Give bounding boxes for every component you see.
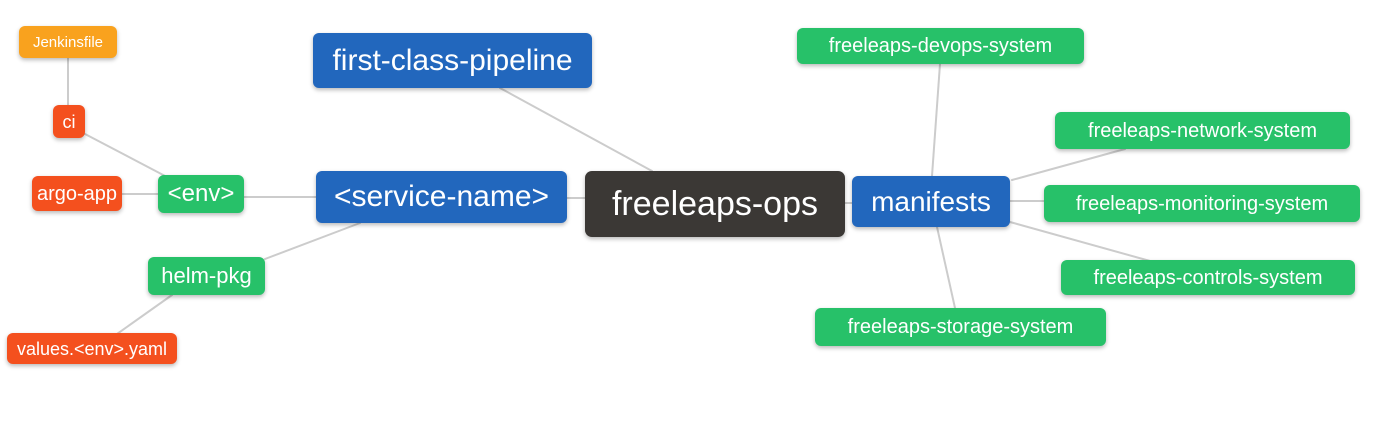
edge-pipeline-freeleaps-ops <box>499 87 653 172</box>
node-jenkinsfile[interactable]: Jenkinsfile <box>19 26 117 58</box>
edge-manifests-controls <box>1009 221 1151 262</box>
node-values-env-yaml[interactable]: values.<env>.yaml <box>7 333 177 364</box>
node-manifests[interactable]: manifests <box>852 176 1010 227</box>
edge-helm-pkg-values <box>116 294 173 335</box>
node-env[interactable]: <env> <box>158 175 244 213</box>
node-freeleaps-devops-system[interactable]: freeleaps-devops-system <box>797 28 1084 64</box>
edge-manifests-storage <box>936 226 956 309</box>
node-freeleaps-network-system[interactable]: freeleaps-network-system <box>1055 112 1350 149</box>
node-service-name[interactable]: <service-name> <box>316 171 567 223</box>
node-ci[interactable]: ci <box>53 105 85 138</box>
edge-ci-env <box>84 133 168 178</box>
node-freeleaps-ops-root[interactable]: freeleaps-ops <box>585 171 845 237</box>
node-freeleaps-monitoring-system[interactable]: freeleaps-monitoring-system <box>1044 185 1360 222</box>
node-argo-app[interactable]: argo-app <box>32 176 122 211</box>
edge-manifests-network <box>1011 148 1126 181</box>
node-freeleaps-storage-system[interactable]: freeleaps-storage-system <box>815 308 1106 346</box>
edge-manifests-devops <box>931 63 941 177</box>
node-first-class-pipeline[interactable]: first-class-pipeline <box>313 33 592 88</box>
node-freeleaps-controls-system[interactable]: freeleaps-controls-system <box>1061 260 1355 295</box>
edge-service-name-helm-pkg <box>264 222 361 260</box>
node-helm-pkg[interactable]: helm-pkg <box>148 257 265 295</box>
